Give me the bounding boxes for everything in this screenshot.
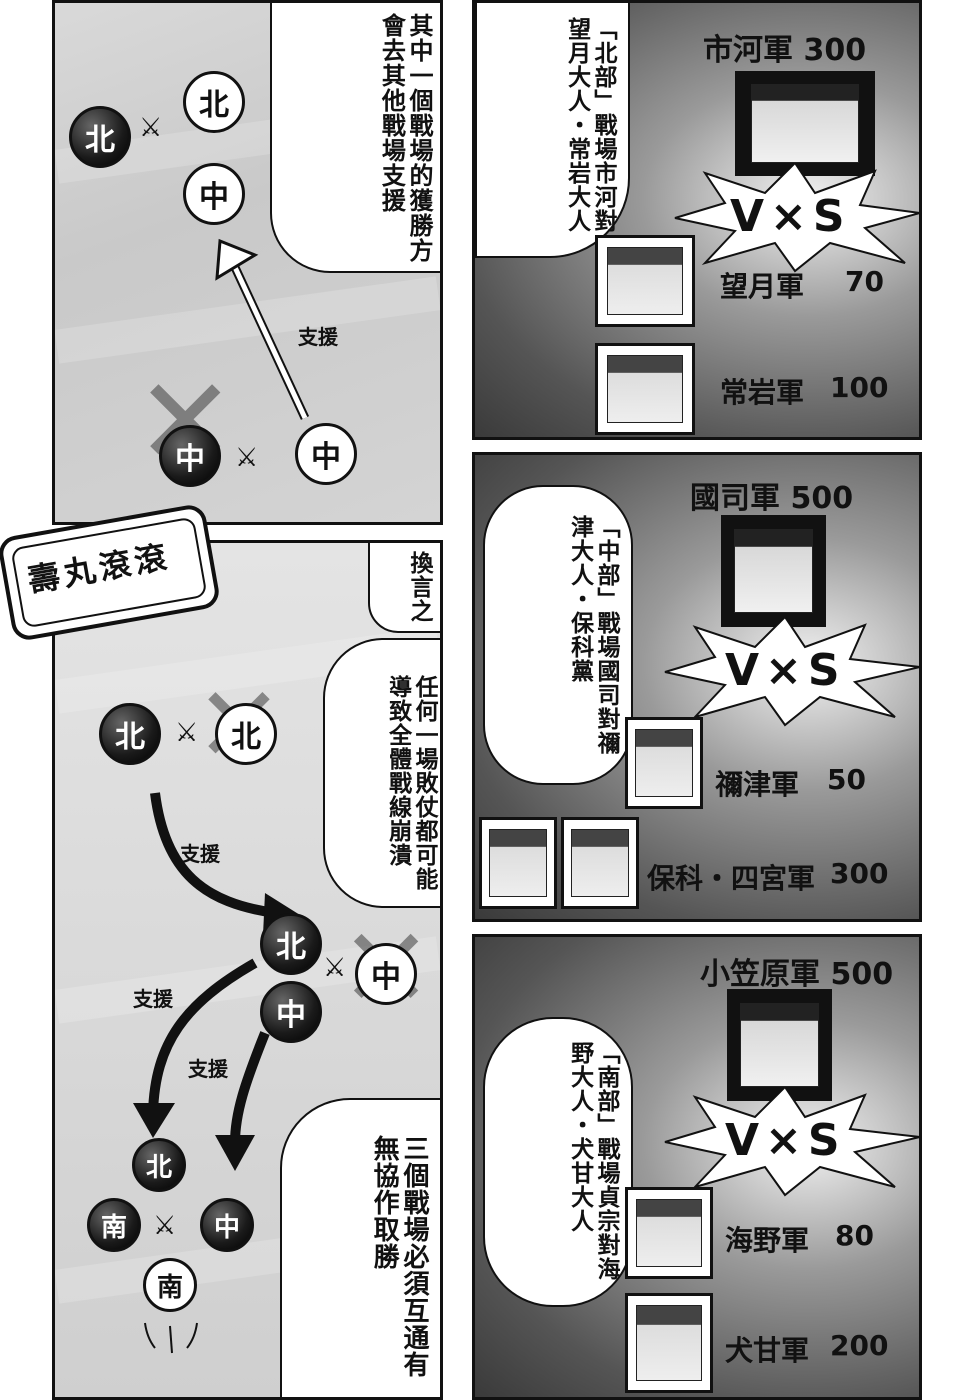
army-count: 50 xyxy=(827,763,866,796)
token-north-dark: 北 xyxy=(260,913,322,975)
army-count: 70 xyxy=(845,265,884,298)
token-north-dark: 北 xyxy=(132,1138,186,1192)
token-north-dark: 北 xyxy=(99,703,161,765)
portrait-army xyxy=(625,1293,713,1393)
crossed-swords-icon: ⚔ xyxy=(235,443,259,473)
token-center-light: 中 xyxy=(183,163,245,225)
vs-label: V×S xyxy=(725,1115,846,1166)
token-center-dark: 中 xyxy=(159,425,221,487)
army-name: 望月軍 xyxy=(720,270,805,303)
token-south-light: 南 xyxy=(143,1258,197,1312)
support-label: 支援 xyxy=(188,1057,228,1081)
portrait-army xyxy=(595,235,695,327)
bubble-text: 換言之 xyxy=(406,551,432,623)
army-count: 300 xyxy=(830,857,889,890)
portrait-army xyxy=(625,717,703,809)
speech-bubble: 三個戰場必須互通有無協作取勝 xyxy=(280,1098,440,1397)
support-arrow-icon xyxy=(215,238,310,420)
token-center-light: 中 xyxy=(295,423,357,485)
army-title: 國司軍 500 xyxy=(690,481,854,516)
support-arrow-icon xyxy=(215,1031,270,1171)
crossed-swords-icon: ⚔ xyxy=(175,718,199,748)
vs-burst-icon xyxy=(664,1087,919,1197)
army-title: 小笠原軍 500 xyxy=(700,957,894,992)
army-name: 海野軍 xyxy=(725,1224,810,1257)
crossed-swords-icon: ⚔ xyxy=(153,1211,177,1241)
vs-burst-icon xyxy=(664,617,919,727)
bubble-text: 其中一個戰場的獲勝方會去其他戰場支援 xyxy=(377,13,433,263)
vs-label: V×S xyxy=(730,191,851,242)
token-center-light: 中 xyxy=(355,943,417,1005)
crossed-swords-icon: ⚔ xyxy=(139,113,163,143)
vs-burst-icon xyxy=(674,163,919,273)
support-label: 支援 xyxy=(298,325,338,349)
army-name: 犬甘軍 xyxy=(725,1334,810,1367)
panel-south-front: 「南部」戰場貞宗對海野大人・犬甘大人 小笠原軍 500 V×S 海野軍 80 犬… xyxy=(472,934,922,1400)
speech-bubble: 「北部」戰場市河對望月大人・常岩大人 xyxy=(475,3,630,258)
bubble-text: 任何一場敗仗都可能導致全體戰線崩潰 xyxy=(384,675,437,891)
token-north-dark: 北 xyxy=(69,106,131,168)
army-count: 80 xyxy=(835,1219,874,1252)
crossed-swords-icon: ⚔ xyxy=(323,953,347,983)
speech-bubble: 「南部」戰場貞宗對海野大人・犬甘大人 xyxy=(483,1017,633,1307)
army-name: 常岩軍 xyxy=(720,376,805,409)
army-count: 200 xyxy=(830,1329,889,1362)
token-center-dark: 中 xyxy=(200,1198,254,1252)
speech-bubble: 其中一個戰場的獲勝方會去其他戰場支援 xyxy=(270,3,440,273)
portrait-army xyxy=(561,817,639,909)
army-name: 保科・四宮軍 xyxy=(647,862,816,895)
panel-center-front: 「中部」戰場國司對禰津大人・保科黨 國司軍 500 V×S 禰津軍 50 保科・… xyxy=(472,452,922,922)
army-count: 100 xyxy=(830,371,889,404)
speech-bubble: 「中部」戰場國司對禰津大人・保科黨 xyxy=(483,485,633,785)
bubble-text: 「中部」戰場國司對禰津大人・保科黨 xyxy=(566,515,619,755)
panel-top-left: 其中一個戰場的獲勝方會去其他戰場支援 北 ⚔ 北 中 支援 ✕ 中 ⚔ 中 xyxy=(52,0,443,525)
portrait-army xyxy=(479,817,557,909)
support-label: 支援 xyxy=(133,987,173,1011)
army-name: 禰津軍 xyxy=(715,768,800,801)
bubble-text: 「北部」戰場市河對望月大人・常岩大人 xyxy=(563,17,616,233)
bubble-text: 「南部」戰場貞宗對海野大人・犬甘大人 xyxy=(566,1041,619,1281)
portrait-commander xyxy=(727,989,832,1101)
support-arrow-icon xyxy=(133,958,258,1138)
support-label: 支援 xyxy=(180,842,220,866)
vs-label: V×S xyxy=(725,645,846,696)
bubble-text: 三個戰場必須互通有無協作取勝 xyxy=(369,1135,429,1378)
portrait-army xyxy=(625,1187,713,1279)
portrait-army xyxy=(595,343,695,435)
panel-north-front: 「北部」戰場市河對望月大人・常岩大人 市河軍 300 V×S 望月軍 70 常岩… xyxy=(472,0,922,440)
speech-bubble: 換言之 xyxy=(368,543,440,633)
token-north-light: 北 xyxy=(183,71,245,133)
token-center-dark: 中 xyxy=(260,981,322,1043)
shaking-lines-icon xyxy=(144,1322,198,1354)
portrait-commander xyxy=(735,71,875,176)
speech-bubble: 任何一場敗仗都可能導致全體戰線崩潰 xyxy=(323,638,440,908)
token-north-light: 北 xyxy=(215,703,277,765)
portrait-commander xyxy=(721,515,826,627)
token-south-dark: 南 xyxy=(87,1198,141,1252)
army-title: 市河軍 300 xyxy=(703,33,867,68)
panel-bottom-left: 換言之 任何一場敗仗都可能導致全體戰線崩潰 三個戰場必須互通有無協作取勝 北 ⚔… xyxy=(52,540,443,1400)
